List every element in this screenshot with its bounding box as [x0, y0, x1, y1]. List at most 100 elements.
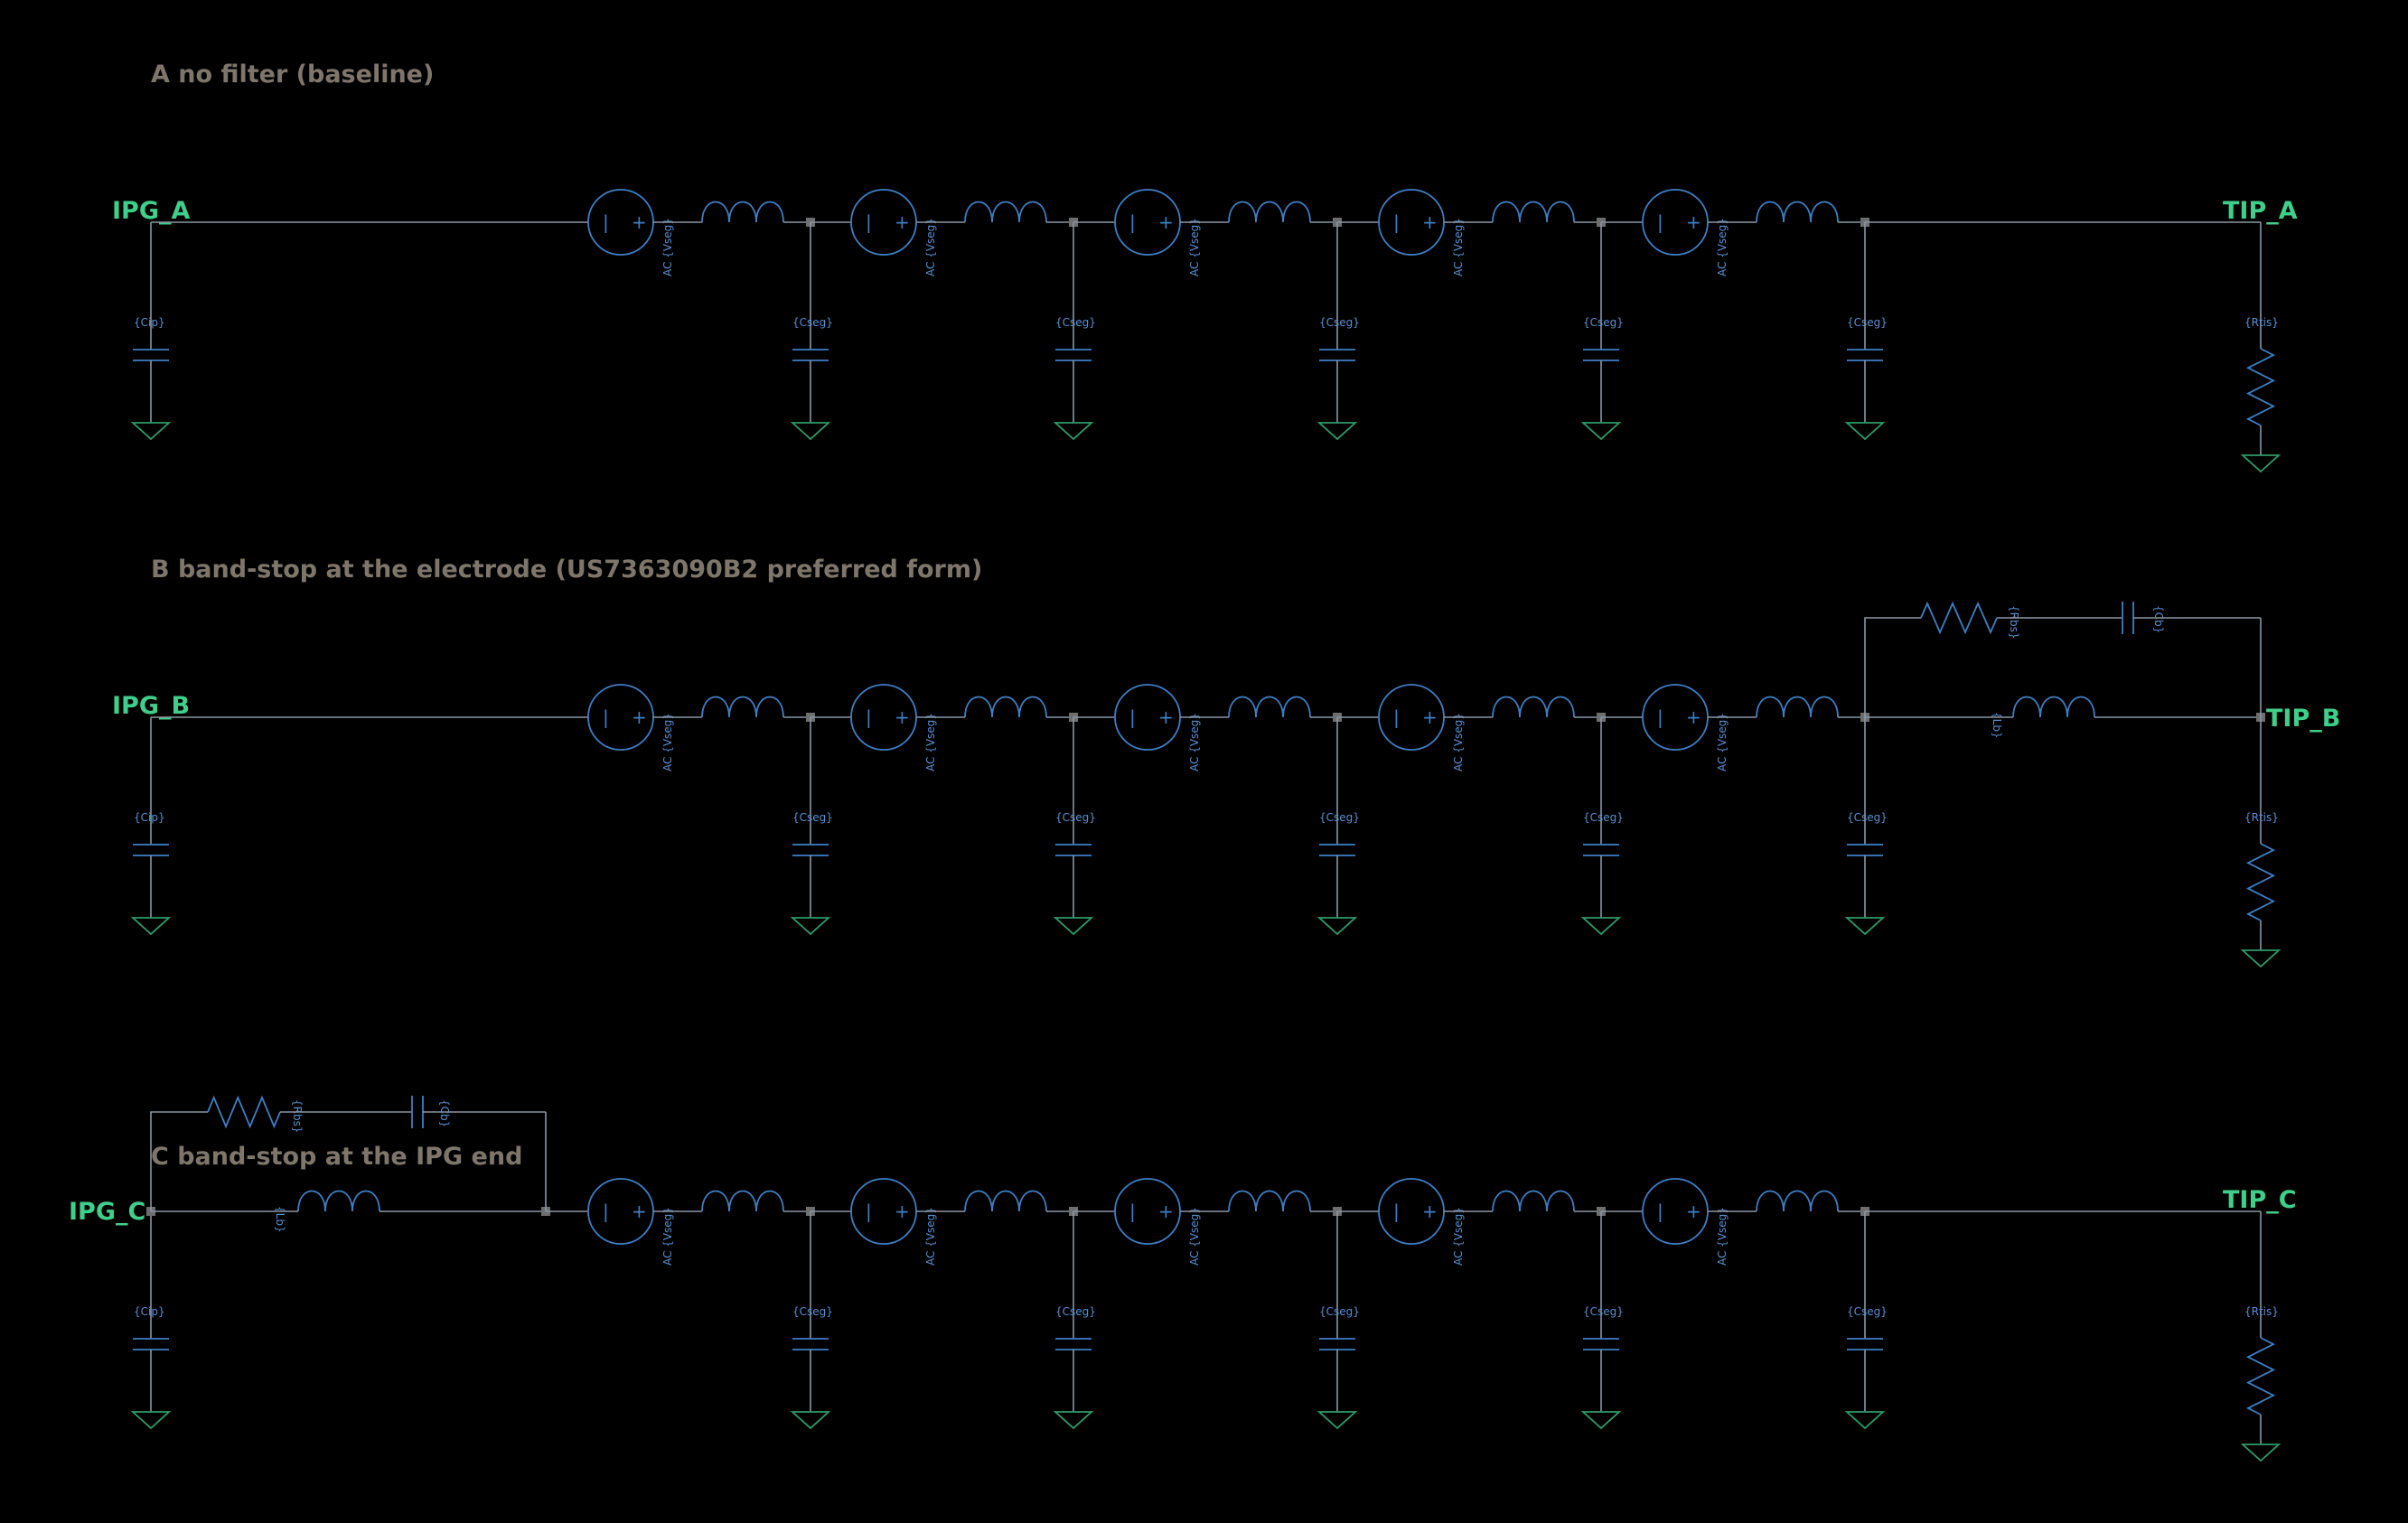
source-plus-mark: +: [1158, 1201, 1174, 1222]
section-b: B band-stop at the electrode (US7363090B…: [112, 556, 2340, 968]
source-minus-mark: |: [1129, 211, 1136, 233]
net-label-start: IPG_C: [69, 1198, 145, 1226]
source-minus-mark: |: [866, 706, 872, 728]
source-label: AC {Vseg}: [1452, 218, 1465, 276]
segment-cap-value: {Cseg}: [1055, 1305, 1096, 1318]
ground-symbol: [790, 1411, 831, 1430]
source-minus-mark: |: [1657, 211, 1663, 233]
ground-symbol: [2240, 1444, 2282, 1462]
inductor-symbol: [1492, 696, 1575, 718]
source-label: AC {Vseg}: [924, 218, 937, 276]
source-plus-mark: +: [895, 1201, 910, 1222]
source-plus-mark: +: [1686, 1201, 1701, 1222]
source-minus-mark: |: [1393, 1201, 1400, 1222]
inductor-symbol: [1756, 201, 1839, 223]
segment-cap-value: {Cseg}: [1055, 316, 1096, 329]
source-label: AC {Vseg}: [661, 713, 674, 771]
end-resistor-value: {Rtis}: [2244, 316, 2279, 329]
ground-symbol: [1053, 1411, 1094, 1430]
ground-symbol: [1580, 1411, 1622, 1430]
segment-cap-value: {Cseg}: [1319, 316, 1360, 329]
start-cap-value: {Cip}: [134, 811, 165, 824]
ground-symbol: [1844, 422, 1886, 441]
resistor-symbol: [2246, 348, 2275, 426]
ground-symbol: [130, 1411, 172, 1430]
resistor-symbol: [2246, 843, 2275, 921]
inductor-symbol: [964, 696, 1047, 718]
source-plus-mark: +: [1422, 211, 1438, 233]
inductor-symbol: [1756, 696, 1839, 718]
filter-resistor-value: {Rbs}: [291, 1099, 304, 1133]
source-minus-mark: |: [1129, 706, 1136, 728]
inductor-symbol: [1228, 1190, 1311, 1212]
ground-symbol: [1053, 917, 1094, 936]
source-label: AC {Vseg}: [1716, 1207, 1729, 1266]
ground-symbol: [130, 917, 172, 936]
net-label-start: IPG_B: [112, 692, 190, 720]
inductor-symbol: [701, 696, 784, 718]
segment-cap-value: {Cseg}: [1583, 811, 1624, 824]
filter-capacitor-value: {Cb}: [2152, 605, 2165, 633]
source-plus-mark: +: [1422, 1201, 1438, 1222]
ground-symbol: [790, 917, 831, 936]
source-minus-mark: |: [1129, 1201, 1136, 1222]
source-label: AC {Vseg}: [1188, 1207, 1201, 1266]
source-plus-mark: +: [1422, 706, 1438, 728]
segment-cap-value: {Cseg}: [1055, 811, 1096, 824]
filter-capacitor-value: {Cb}: [438, 1099, 451, 1127]
source-label: AC {Vseg}: [1188, 218, 1201, 276]
inductor-symbol: [1228, 201, 1311, 223]
source-label: AC {Vseg}: [1452, 713, 1465, 771]
segment-cap-value: {Cseg}: [1847, 316, 1888, 329]
ground-symbol: [1316, 917, 1358, 936]
section-title: A no filter (baseline): [151, 61, 434, 89]
source-label: AC {Vseg}: [924, 713, 937, 771]
inductor-symbol: [1756, 1190, 1839, 1212]
segment-cap-value: {Cseg}: [1847, 1305, 1888, 1318]
segment-cap-value: {Cseg}: [792, 811, 833, 824]
resistor-symbol: [207, 1095, 281, 1129]
source-plus-mark: +: [1686, 211, 1701, 233]
section-title: C band-stop at the IPG end: [151, 1143, 522, 1171]
ground-symbol: [1844, 1411, 1886, 1430]
ground-symbol: [1844, 917, 1886, 936]
net-label-end: TIP_A: [2223, 197, 2298, 225]
inductor-symbol: [297, 1190, 380, 1212]
source-minus-mark: |: [866, 1201, 872, 1222]
resistor-symbol: [2246, 1337, 2275, 1416]
source-plus-mark: +: [1158, 706, 1174, 728]
segment-cap-value: {Cseg}: [792, 1305, 833, 1318]
source-minus-mark: |: [1393, 211, 1400, 233]
segment-cap-value: {Cseg}: [1319, 1305, 1360, 1318]
ground-symbol: [130, 422, 172, 441]
source-minus-mark: |: [1657, 1201, 1663, 1222]
wire: [150, 1111, 208, 1211]
segment-cap-value: {Cseg}: [1583, 1305, 1624, 1318]
filter-inductor-value: {Lb}: [274, 1206, 286, 1233]
ground-symbol: [1316, 1411, 1358, 1430]
inductor-symbol: [701, 201, 784, 223]
inductor-symbol: [2012, 696, 2095, 718]
inductor-symbol: [701, 1190, 784, 1212]
ground-symbol: [1316, 422, 1358, 441]
source-plus-mark: +: [632, 1201, 647, 1222]
source-plus-mark: +: [632, 211, 647, 233]
source-minus-mark: |: [1657, 706, 1663, 728]
ground-symbol: [1053, 422, 1094, 441]
ground-symbol: [2240, 454, 2282, 473]
source-label: AC {Vseg}: [924, 1207, 937, 1266]
ground-symbol: [2240, 949, 2282, 968]
source-label: AC {Vseg}: [1716, 713, 1729, 771]
source-minus-mark: |: [1393, 706, 1400, 728]
section-title: B band-stop at the electrode (US7363090B…: [151, 556, 982, 584]
segment-cap-value: {Cseg}: [1319, 811, 1360, 824]
net-label-end: TIP_C: [2223, 1186, 2297, 1214]
ground-symbol: [1580, 422, 1622, 441]
inductor-symbol: [1228, 696, 1311, 718]
source-label: AC {Vseg}: [661, 218, 674, 276]
source-plus-mark: +: [632, 706, 647, 728]
source-label: AC {Vseg}: [1188, 713, 1201, 771]
source-plus-mark: +: [1158, 211, 1174, 233]
